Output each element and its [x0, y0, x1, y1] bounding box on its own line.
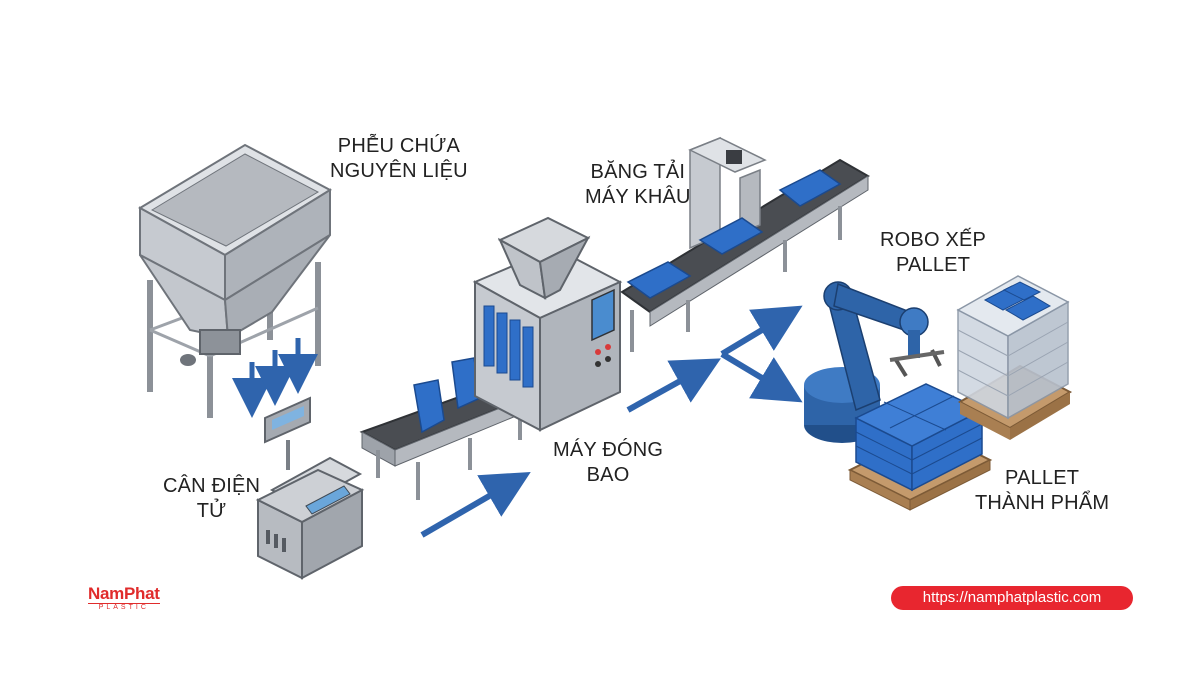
label-scale: CÂN ĐIỆN TỬ — [163, 474, 260, 524]
label-bagging: MÁY ĐÓNG BAO — [553, 438, 663, 488]
brand-logo-name: NamPhat — [88, 584, 160, 603]
scale-icon — [255, 396, 365, 580]
flow-arrow-icon — [420, 305, 803, 538]
label-hopper-line1: PHỄU CHỨA — [337, 135, 461, 157]
label-scale-line2: TỬ — [196, 500, 227, 522]
hopper-icon — [137, 143, 333, 418]
bagging-machine-icon — [472, 216, 623, 432]
pallet-icon — [847, 383, 993, 511]
sewing-conveyor-icon — [620, 136, 870, 352]
label-pallet-line2: THÀNH PHẨM — [975, 492, 1110, 514]
label-pallet-line1: PALLET — [1005, 467, 1080, 489]
flow-arrow-icon — [232, 338, 318, 418]
label-conveyor-sewing: BĂNG TẢI MÁY KHÂU — [585, 160, 691, 210]
label-robot-line1: ROBO XẾP — [880, 229, 987, 251]
label-bagging-line2: BAO — [586, 464, 630, 486]
label-robot: ROBO XẾP PALLET — [880, 228, 986, 278]
brand-logo: NamPhat PLASTIC — [88, 585, 160, 612]
pallet-icon — [956, 275, 1073, 440]
label-bagging-line1: MÁY ĐÓNG — [553, 439, 664, 461]
label-pallet: PALLET THÀNH PHẨM — [975, 466, 1109, 516]
label-conveyor-sewing-line2: MÁY KHÂU — [585, 186, 691, 208]
label-hopper-line2: NGUYÊN LIỆU — [330, 160, 468, 182]
label-scale-line1: CÂN ĐIỆN — [163, 475, 261, 497]
label-hopper: PHỄU CHỨA NGUYÊN LIỆU — [330, 134, 468, 184]
label-conveyor-sewing-line1: BĂNG TẢI — [590, 161, 686, 183]
brand-logo-sub: PLASTIC — [88, 603, 160, 612]
label-robot-line2: PALLET — [895, 254, 971, 276]
website-url-badge[interactable]: https://namphatplastic.com — [891, 586, 1133, 610]
